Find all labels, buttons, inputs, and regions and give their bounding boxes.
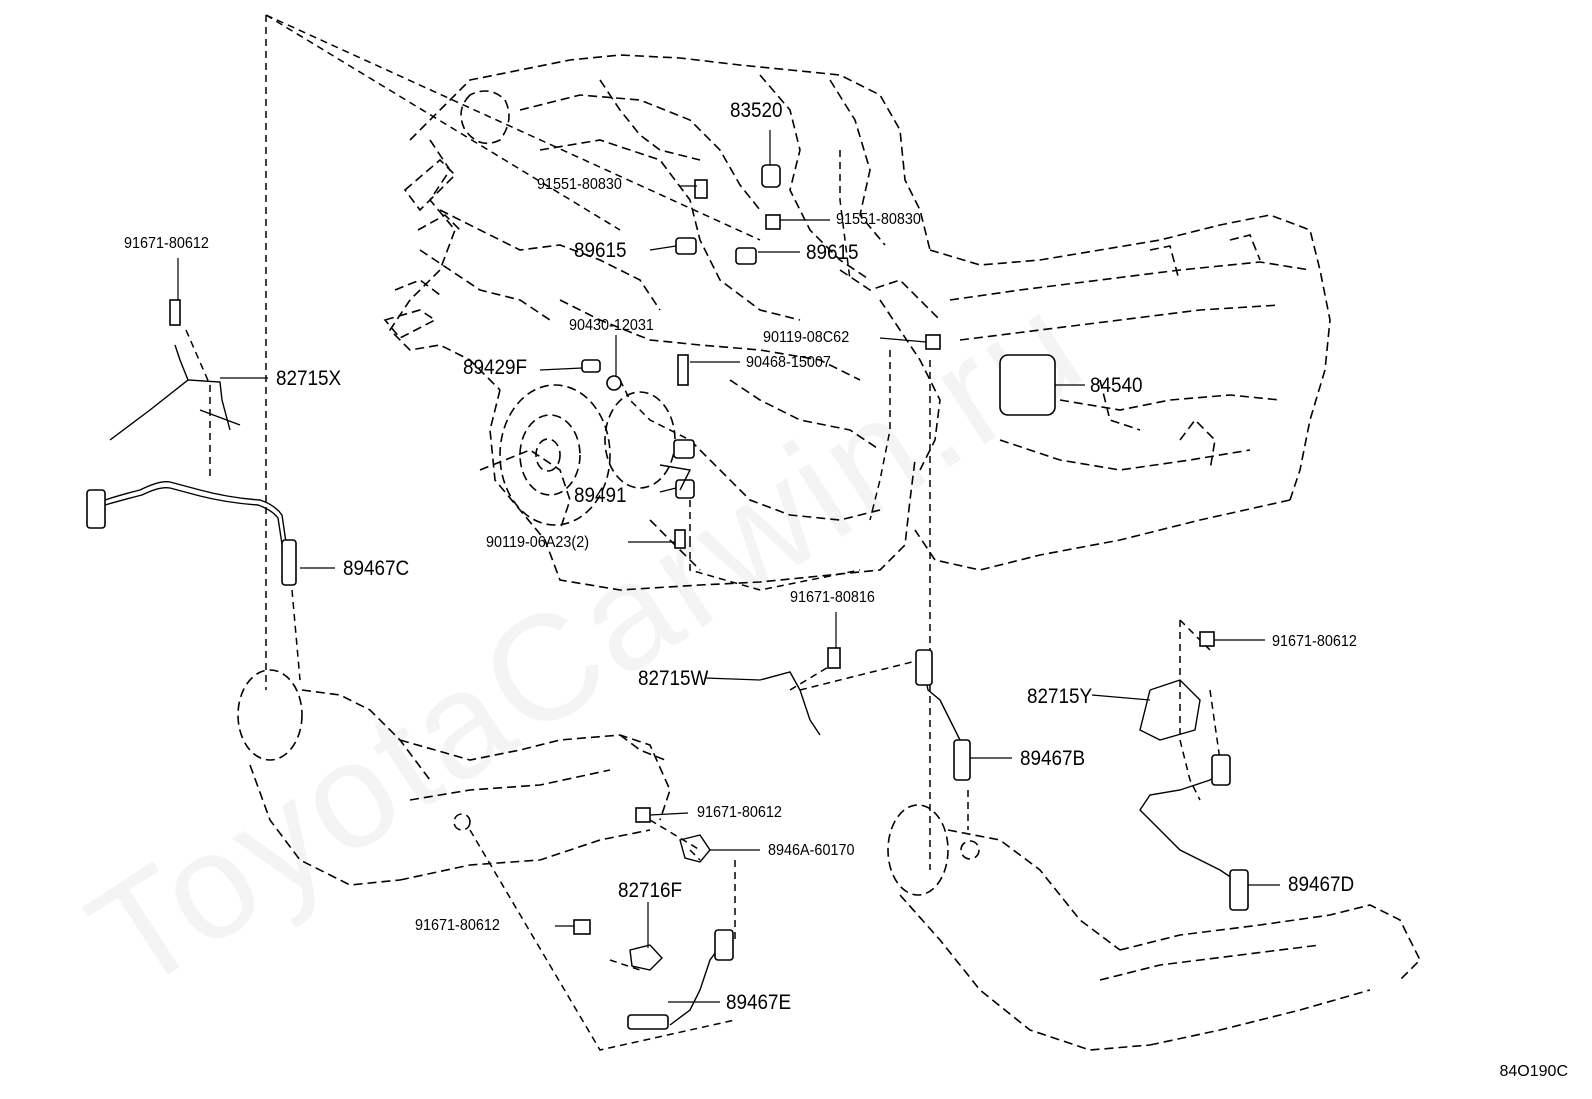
part-label-90119-08c62: 90119-08C62 <box>763 329 850 346</box>
part-label-91671-80612-middle: 91671-80612 <box>697 804 782 821</box>
part-label-82716f: 82716F <box>618 879 683 902</box>
part-label-91671-80612-right: 91671-80612 <box>1272 633 1357 650</box>
part-label-89615-left: 89615 <box>574 239 627 262</box>
leader-dash-lines <box>185 14 1226 1051</box>
part-label-89467d: 89467D <box>1288 873 1355 896</box>
part-label-89429f: 89429F <box>463 356 528 379</box>
part-label-91551-80830-upper: 91551-80830 <box>537 176 622 193</box>
part-label-83520: 83520 <box>730 99 783 122</box>
part-label-89467b: 89467B <box>1020 747 1086 770</box>
part-label-90468-15007: 90468-15007 <box>746 354 831 371</box>
sensor-wires <box>86 164 1249 1030</box>
transmission-outline <box>914 214 1331 571</box>
part-label-8946a-60170: 8946A-60170 <box>768 842 855 859</box>
left-catalytic-converter <box>237 669 671 886</box>
part-label-89615-right: 89615 <box>806 241 859 264</box>
diagram-code: 84O190C <box>1499 1063 1569 1080</box>
part-label-84540: 84540 <box>1090 374 1143 397</box>
part-label-89467c: 89467C <box>343 557 410 580</box>
part-label-91671-80612-top-left: 91671-80612 <box>124 235 209 252</box>
part-label-82715y: 82715Y <box>1027 685 1093 708</box>
part-label-82715w: 82715W <box>638 667 709 690</box>
part-label-82715x: 82715X <box>276 367 342 390</box>
part-label-91671-80612-bottom-left: 91671-80612 <box>415 917 500 934</box>
right-catalytic-converter <box>887 804 1421 1051</box>
solid-leader-lines <box>177 130 1280 1003</box>
engine-outline <box>383 54 941 591</box>
part-label-91671-80816: 91671-80816 <box>790 589 875 606</box>
part-label-91551-80830-right: 91551-80830 <box>836 211 921 228</box>
part-label-89491: 89491 <box>574 484 627 507</box>
part-label-89467e: 89467E <box>726 991 792 1014</box>
part-label-90430-12031: 90430-12031 <box>569 317 654 334</box>
part-label-90119-06a23: 90119-06A23(2) <box>486 534 590 551</box>
